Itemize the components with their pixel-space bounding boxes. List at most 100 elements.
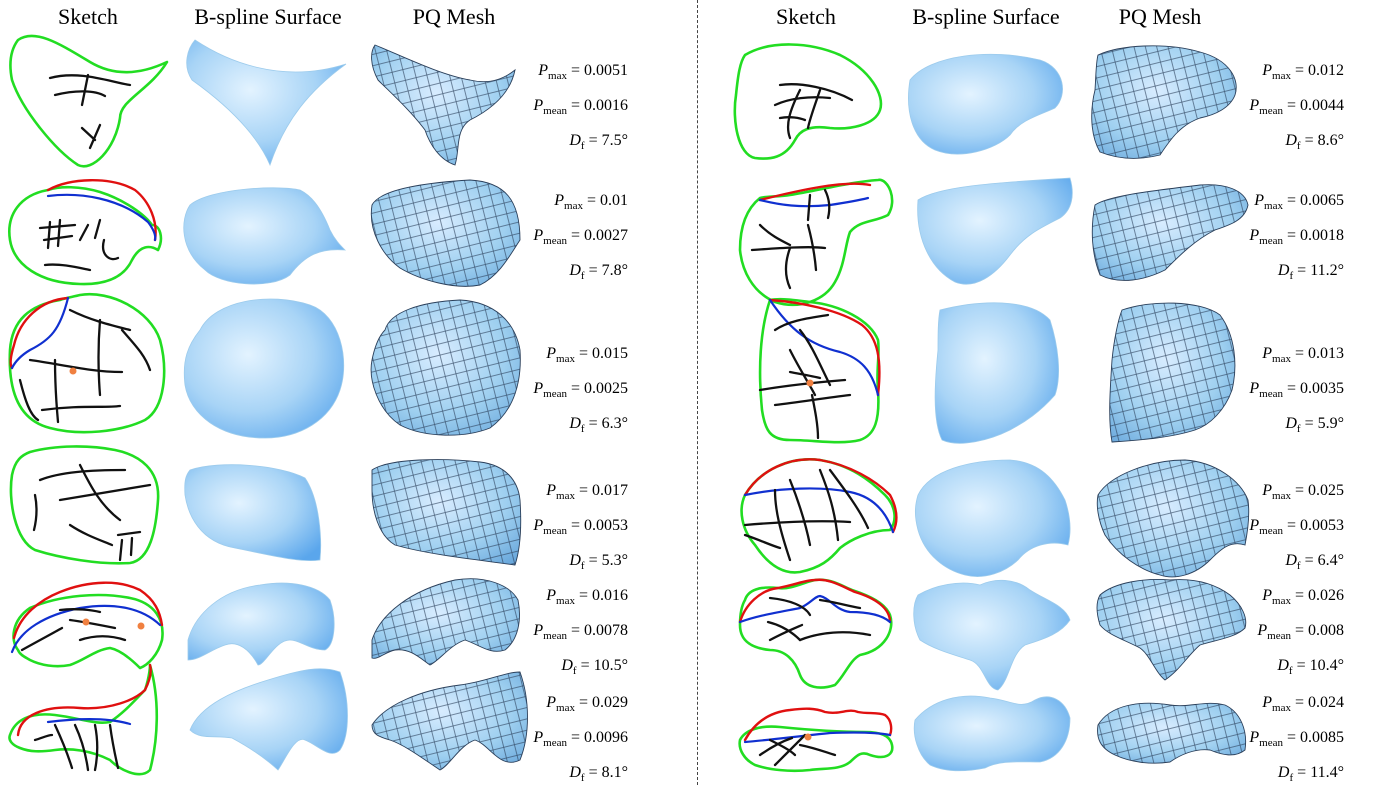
sketch-guide	[743, 487, 895, 534]
metric-df: Df = 8.6°	[1285, 132, 1344, 153]
sketch-3	[8, 292, 166, 434]
sketch-stroke	[743, 520, 852, 527]
sketch-stroke	[788, 478, 812, 547]
bspline-surface-2	[183, 187, 347, 285]
sketch-contour	[738, 578, 892, 624]
bspline-surface-12	[913, 695, 1071, 772]
metric-df: Df = 7.5°	[569, 132, 628, 153]
header-bspline-left: B-spline Surface	[194, 4, 342, 29]
sketch-10	[740, 458, 898, 574]
metric-pmean: Pmean = 0.0027	[533, 227, 628, 248]
bspline-surface-5	[187, 582, 335, 666]
header-pqmesh-right: PQ Mesh	[1118, 4, 1202, 29]
sketch-boundary	[12, 593, 164, 670]
pq-mesh-7	[1091, 45, 1237, 159]
sketch-stroke	[778, 116, 807, 122]
sketch-stroke	[798, 328, 832, 387]
sketch-11	[738, 578, 893, 689]
sketch-5	[10, 581, 164, 670]
sketch-guide	[758, 196, 870, 208]
bspline-surface-7	[908, 53, 1063, 155]
sketch-stroke	[58, 608, 102, 614]
sketch-contour	[9, 296, 70, 370]
sketch-boundary	[9, 445, 160, 565]
sketch-point	[69, 367, 77, 375]
metric-df: Df = 11.4°	[1277, 764, 1344, 785]
sketch-stroke	[758, 378, 847, 392]
metric-df: Df = 10.4°	[1277, 657, 1344, 678]
metric-pmax: Pmax = 0.025	[1262, 482, 1344, 503]
sketch-boundary	[738, 578, 893, 689]
metric-df-value: 8.6°	[1317, 132, 1344, 150]
sketch-guide	[10, 296, 70, 370]
metric-pmean-value: 0.0018	[1300, 227, 1344, 245]
sketch-stroke	[823, 188, 831, 220]
sketch-stroke	[93, 723, 99, 772]
metric-df-value: 5.9°	[1317, 415, 1344, 433]
bspline-surface-10	[914, 459, 1071, 577]
sketch-stroke	[56, 218, 62, 248]
header-sketch-left: Sketch	[58, 4, 118, 29]
sketch-point	[804, 733, 812, 741]
metric-df: Df = 6.3°	[569, 415, 628, 436]
metric-df: Df = 5.3°	[569, 552, 628, 573]
metric-df: Df = 5.9°	[1285, 415, 1344, 436]
sketch-2	[8, 179, 163, 286]
metric-pmean: Pmean = 0.0025	[533, 380, 628, 401]
metric-df-value: 11.2°	[1310, 262, 1344, 280]
sketch-stroke	[46, 220, 52, 250]
metric-pmax: Pmax = 0.015	[546, 345, 628, 366]
metric-pmax: Pmax = 0.024	[1262, 694, 1344, 715]
sketch-stroke	[53, 90, 107, 98]
sketch-boundary	[738, 725, 894, 773]
metric-df-value: 7.8°	[601, 262, 628, 280]
metric-pmean-value: 0.0053	[1300, 517, 1344, 535]
sketch-stroke	[108, 723, 120, 770]
sketch-stroke	[750, 246, 827, 252]
sketch-stroke	[43, 263, 92, 272]
sketch-boundary	[8, 663, 159, 776]
metric-df-value: 10.4°	[1309, 657, 1344, 675]
metric-df: Df = 6.4°	[1285, 552, 1344, 573]
metric-pmean-value: 0.008	[1308, 622, 1344, 640]
sketch-guide	[46, 193, 157, 242]
sketch-stroke	[53, 358, 60, 424]
sketch-stroke	[18, 378, 40, 422]
sketch-stroke	[32, 493, 38, 532]
pq-mesh-4	[371, 459, 522, 566]
sketch-12	[738, 707, 894, 773]
sketch-stroke	[68, 308, 132, 332]
sketch-stroke	[118, 538, 124, 562]
sketch-stroke	[68, 523, 114, 547]
metric-df: Df = 10.5°	[561, 657, 628, 678]
sketch-stroke	[80, 73, 90, 107]
pq-mesh-12	[1097, 702, 1247, 764]
bspline-surface-9	[934, 302, 1059, 444]
sketch-1	[9, 34, 169, 168]
sketch-stroke	[798, 631, 872, 642]
bspline-surface-1	[186, 39, 347, 167]
metric-df-value: 6.4°	[1317, 552, 1344, 570]
sketch-stroke	[80, 126, 97, 142]
sketch-stroke	[788, 370, 822, 380]
sketch-stroke	[778, 83, 854, 102]
sketch-boundary	[8, 292, 166, 434]
metric-pmax: Pmax = 0.0065	[1254, 192, 1344, 213]
sketch-boundary	[758, 297, 880, 444]
metric-pmax: Pmax = 0.0051	[538, 62, 628, 83]
sketch-stroke	[773, 96, 832, 107]
bspline-surface-11	[913, 579, 1071, 691]
metric-df-value: 8.1°	[601, 764, 628, 782]
sketch-boundary	[8, 185, 163, 286]
sketch-stroke	[766, 620, 802, 642]
sketch-contour	[743, 707, 893, 742]
sketch-point	[137, 622, 145, 630]
sketch-stroke	[743, 533, 782, 550]
header-sketch-right: Sketch	[776, 4, 836, 29]
metric-pmean-value: 0.0096	[584, 729, 628, 747]
metric-pmax-value: 0.0065	[1300, 192, 1344, 209]
